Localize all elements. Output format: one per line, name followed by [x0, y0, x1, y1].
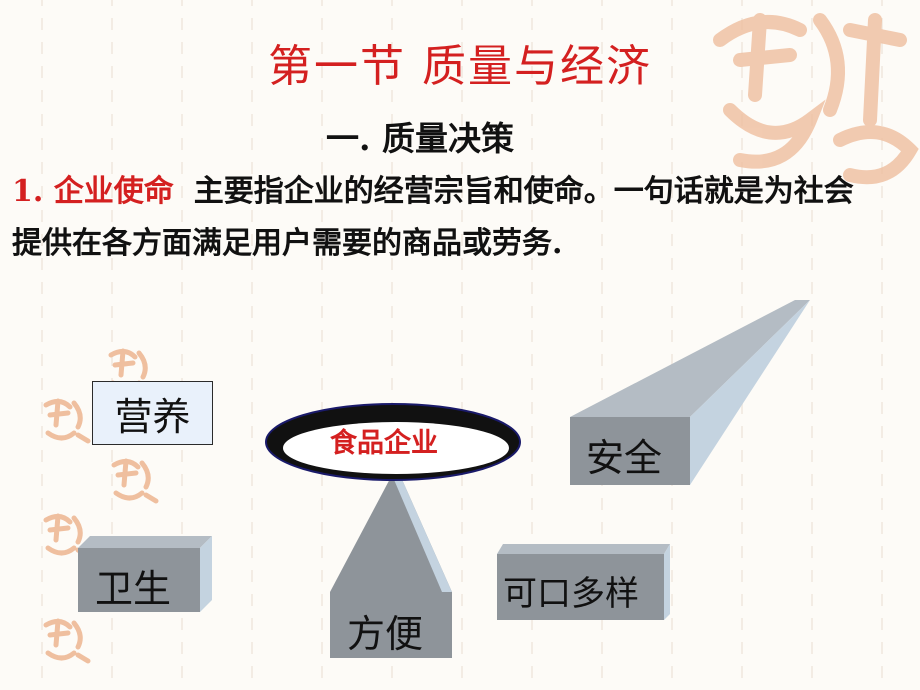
- auspicious-seal-icon: [713, 13, 919, 185]
- food-enterprise-label: 食品企业: [330, 428, 438, 459]
- nutrition-box: 营养: [92, 381, 213, 445]
- auspicious-seal-icon: [43, 513, 91, 559]
- enterprise-ring-shape: [265, 403, 521, 481]
- section-subtitle: 一. 质量决策: [326, 119, 514, 158]
- convenience-pyramid-shape: [330, 475, 452, 658]
- variety-block-shape: [497, 544, 670, 620]
- convenience-label: 方便: [347, 612, 424, 656]
- hygiene-block-shape: [78, 536, 212, 612]
- auspicious-seal-icon: [43, 618, 91, 664]
- auspicious-seal-icon: [108, 348, 156, 394]
- variety-label: 可口多样: [503, 574, 639, 614]
- mission-text: 主要指企业的经营宗旨和使命。一句话就是为社会提供在各方面满足用户需要的商品或劳务…: [12, 174, 854, 261]
- mission-paragraph: 1. 企业使命主要指企业的经营宗旨和使命。一句话就是为社会提供在各方面满足用户需…: [12, 166, 872, 270]
- safety-label: 安全: [586, 436, 663, 480]
- mission-heading: 1. 企业使命: [12, 174, 174, 209]
- auspicious-seal-icon: [43, 398, 91, 444]
- safety-beam-shape: [570, 300, 810, 485]
- auspicious-seal-icon: [111, 458, 159, 504]
- hygiene-label: 卫生: [95, 567, 172, 611]
- slide-title: 第一节 质量与经济: [268, 41, 652, 92]
